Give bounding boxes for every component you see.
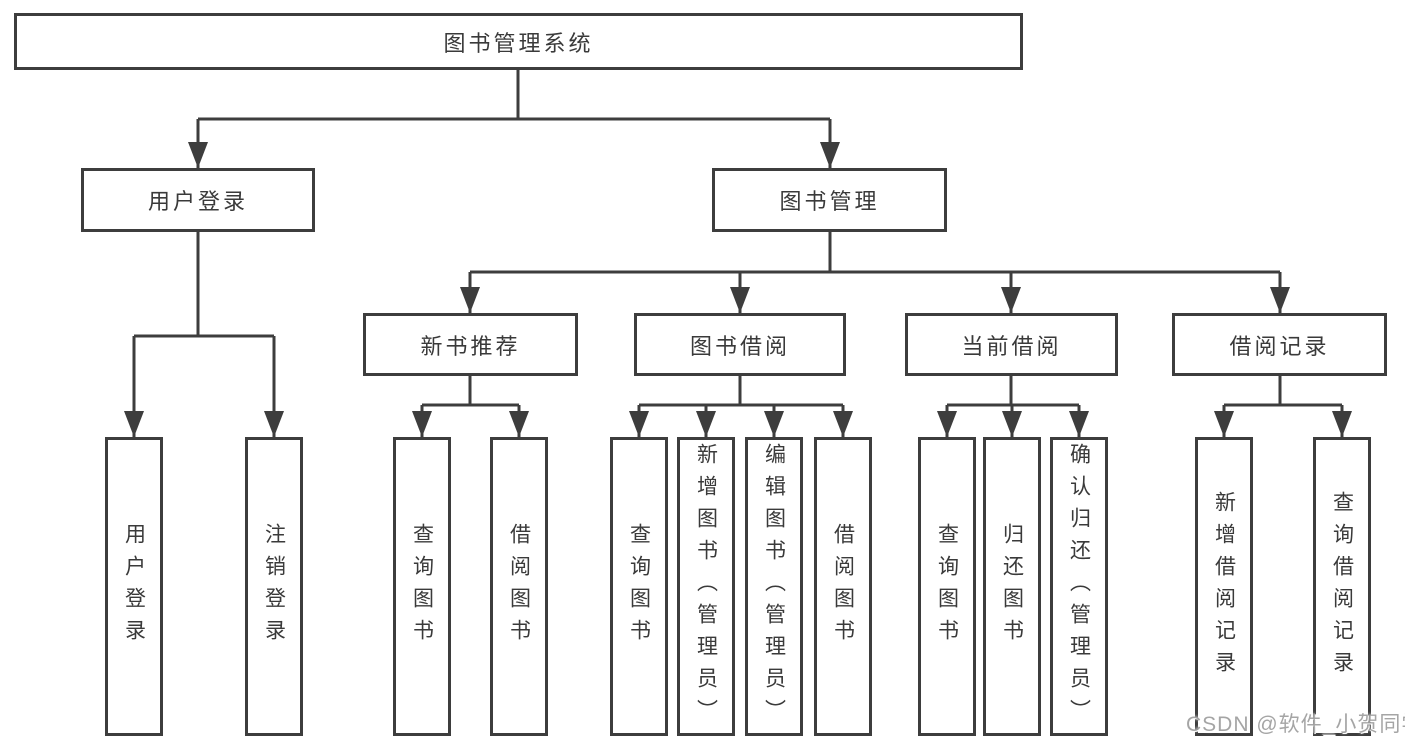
node-label: 借阅图书: [507, 522, 531, 651]
node-label: 查询图书: [410, 522, 434, 651]
node-label: 当前借阅: [961, 333, 1062, 359]
node-label: 查询借阅记录: [1330, 490, 1354, 683]
node-label: 图书管理系统: [443, 30, 594, 56]
node-label: 借阅图书: [831, 522, 855, 651]
node-label: 查询图书: [935, 522, 959, 651]
node-user-login: 用户登录: [81, 168, 315, 232]
node-borrow-records: 借阅记录: [1172, 313, 1387, 376]
csdn-watermark: CSDN @软件_小贺同学: [1186, 713, 1405, 736]
leaf-logout: 注销登录: [245, 437, 303, 736]
leaf-user-login: 用户登录: [105, 437, 163, 736]
node-label: 图书借阅: [689, 333, 790, 359]
leaf-query-borrow-record: 查询借阅记录: [1313, 437, 1371, 736]
leaf-query-books-borrow: 查询图书: [610, 437, 668, 736]
node-book-management: 图书管理: [712, 168, 947, 232]
node-label: 编辑图书（管理员）: [762, 442, 786, 731]
leaf-return-book: 归还图书: [983, 437, 1041, 736]
node-book-borrow: 图书借阅: [634, 313, 846, 376]
node-label: 查询图书: [627, 522, 651, 651]
leaf-borrow-books-recommend: 借阅图书: [490, 437, 548, 736]
node-library-management-system: 图书管理系统: [14, 13, 1023, 70]
node-label: 新增图书（管理员）: [694, 442, 718, 731]
node-label: 确认归还（管理员）: [1067, 442, 1091, 731]
leaf-borrow-books: 借阅图书: [814, 437, 872, 736]
node-label: 新书推荐: [420, 333, 521, 359]
node-new-book-recommend: 新书推荐: [363, 313, 578, 376]
node-label: 归还图书: [1000, 522, 1024, 651]
leaf-add-book-admin: 新增图书（管理员）: [677, 437, 735, 736]
node-label: 借阅记录: [1229, 333, 1330, 359]
node-label: 新增借阅记录: [1212, 490, 1236, 683]
node-current-borrow: 当前借阅: [905, 313, 1118, 376]
leaf-query-books-current: 查询图书: [918, 437, 976, 736]
node-label: 图书管理: [779, 189, 880, 214]
node-label: 用户登录: [147, 189, 248, 214]
node-label: 用户登录: [122, 522, 146, 651]
leaf-query-books-recommend: 查询图书: [393, 437, 451, 736]
leaf-add-borrow-record: 新增借阅记录: [1195, 437, 1253, 736]
node-label: 注销登录: [262, 522, 286, 651]
leaf-edit-book-admin: 编辑图书（管理员）: [745, 437, 803, 736]
leaf-confirm-return-admin: 确认归还（管理员）: [1050, 437, 1108, 736]
